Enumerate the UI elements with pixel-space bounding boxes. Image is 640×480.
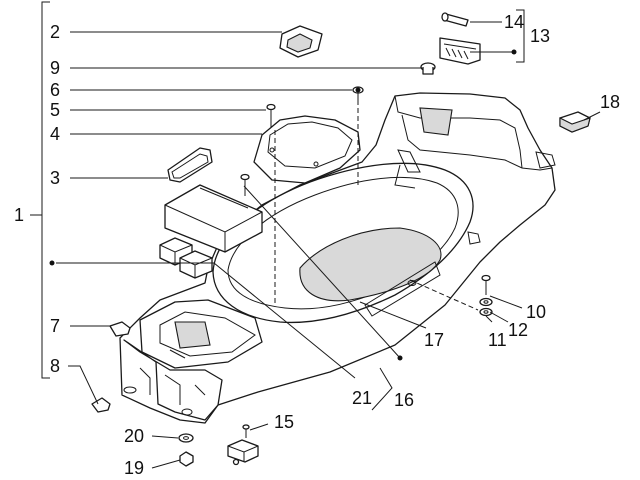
callout-17: 17 [424, 330, 444, 350]
rubber-blocks [159, 237, 213, 279]
callout-21: 21 [352, 388, 372, 408]
callout-20: 20 [124, 426, 144, 446]
callout-7: 7 [50, 316, 60, 336]
seat-bracket-4 [253, 115, 361, 184]
callout-dots [49, 49, 517, 361]
lid-3 [167, 147, 213, 183]
washer-12 [479, 297, 493, 307]
callout-13: 13 [530, 26, 550, 46]
callout-15: 15 [274, 412, 294, 432]
cap-18 [559, 111, 591, 133]
screw-pin [240, 173, 250, 196]
callout-9: 9 [50, 58, 60, 78]
callout-6: 6 [50, 80, 60, 100]
washer-20 [178, 433, 194, 443]
leader-lines [56, 9, 601, 469]
callout-3: 3 [50, 168, 60, 188]
clip-2 [279, 25, 323, 58]
callout-2: 2 [50, 22, 60, 42]
nut-19 [179, 451, 194, 467]
clip-nut-8 [91, 397, 111, 413]
battery-box [164, 184, 263, 253]
callout-16: 16 [394, 390, 414, 410]
callout-1: 1 [14, 205, 24, 225]
screw-10 [481, 274, 491, 295]
washer-11 [479, 307, 493, 317]
callout-8: 8 [50, 356, 60, 376]
callout-19: 19 [124, 458, 144, 478]
bolt-14 [441, 12, 469, 27]
callout-14: 14 [504, 12, 524, 32]
bushing-9 [420, 62, 436, 75]
latch-13 [439, 37, 481, 65]
bracket-1 [30, 1, 50, 379]
bracket-15 [227, 424, 259, 466]
helmet-compartment [119, 92, 556, 424]
callout-18: 18 [600, 92, 620, 112]
callout-5: 5 [50, 100, 60, 120]
clip-nut-7 [109, 321, 131, 337]
callout-10: 10 [526, 302, 546, 322]
callout-11: 11 [488, 330, 507, 350]
callout-labels: 1 2 3 4 5 6 7 8 9 10 11 12 13 14 15 16 1… [14, 12, 620, 478]
callout-4: 4 [50, 124, 60, 144]
callout-12: 12 [508, 320, 528, 340]
screw-5 [266, 103, 276, 128]
